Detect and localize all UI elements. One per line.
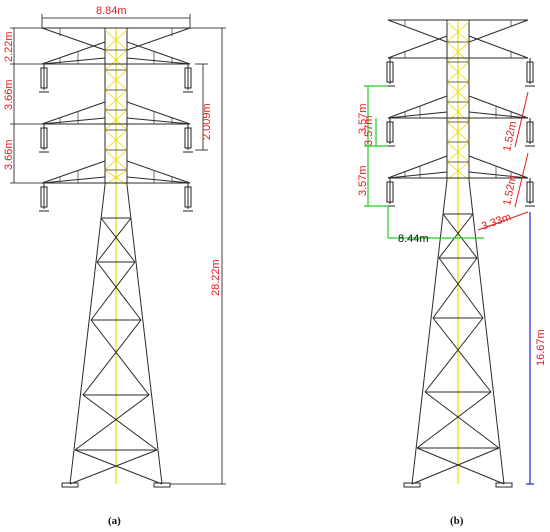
tower-b-green-dimensions bbox=[364, 85, 484, 239]
tower-b-crossarms bbox=[387, 19, 529, 179]
tower-a-dimensions bbox=[10, 14, 226, 485]
caption-a: (a) bbox=[108, 515, 121, 527]
tower-a: 8.84m 2.22m 3.66m 3.66m 2.009m 28.22m bbox=[3, 5, 226, 488]
label-ground-height: 16.67m bbox=[535, 329, 547, 366]
label-horizontal-span: 8.44m bbox=[398, 233, 429, 245]
tower-b-insulators bbox=[385, 58, 535, 207]
label-left-spacing-1: 3.57m bbox=[357, 103, 369, 134]
label-total-height: 28.22m bbox=[210, 259, 222, 296]
tower-a-crossarms bbox=[41, 27, 191, 184]
tower-b-body bbox=[411, 179, 505, 485]
label-diagonal-span: 3.33m bbox=[480, 211, 513, 233]
label-left-spacing-2: 3.57m bbox=[357, 165, 369, 196]
label-top-gap: 2.22m bbox=[3, 31, 15, 62]
tower-b-footing-left bbox=[403, 482, 421, 488]
tower-a-insulators bbox=[39, 64, 193, 212]
tower-b-mast-lattice bbox=[446, 21, 470, 181]
tower-b-footing-right bbox=[495, 482, 513, 488]
caption-b: (b) bbox=[450, 515, 464, 527]
tower-a-footing-left bbox=[61, 482, 79, 488]
label-arm-spacing-2: 3.66m bbox=[3, 139, 15, 170]
label-arm-spacing-1: 3.66m bbox=[3, 79, 15, 110]
label-right-diag-1: 1.52m bbox=[501, 120, 519, 152]
label-top-width: 8.84m bbox=[96, 5, 127, 17]
tower-a-footing-right bbox=[153, 482, 171, 488]
tower-b-red-dimensions bbox=[477, 91, 529, 231]
label-inner-spacing: 3.57m bbox=[363, 115, 375, 146]
label-insulator-drop: 2.009m bbox=[201, 103, 213, 140]
tower-a-mast-lattice bbox=[104, 29, 128, 186]
tower-a-body bbox=[69, 184, 163, 485]
tower-b: 3.57m 3.57m 3.57m 1.52m 1.52m 8.44m 3.33… bbox=[357, 19, 547, 488]
